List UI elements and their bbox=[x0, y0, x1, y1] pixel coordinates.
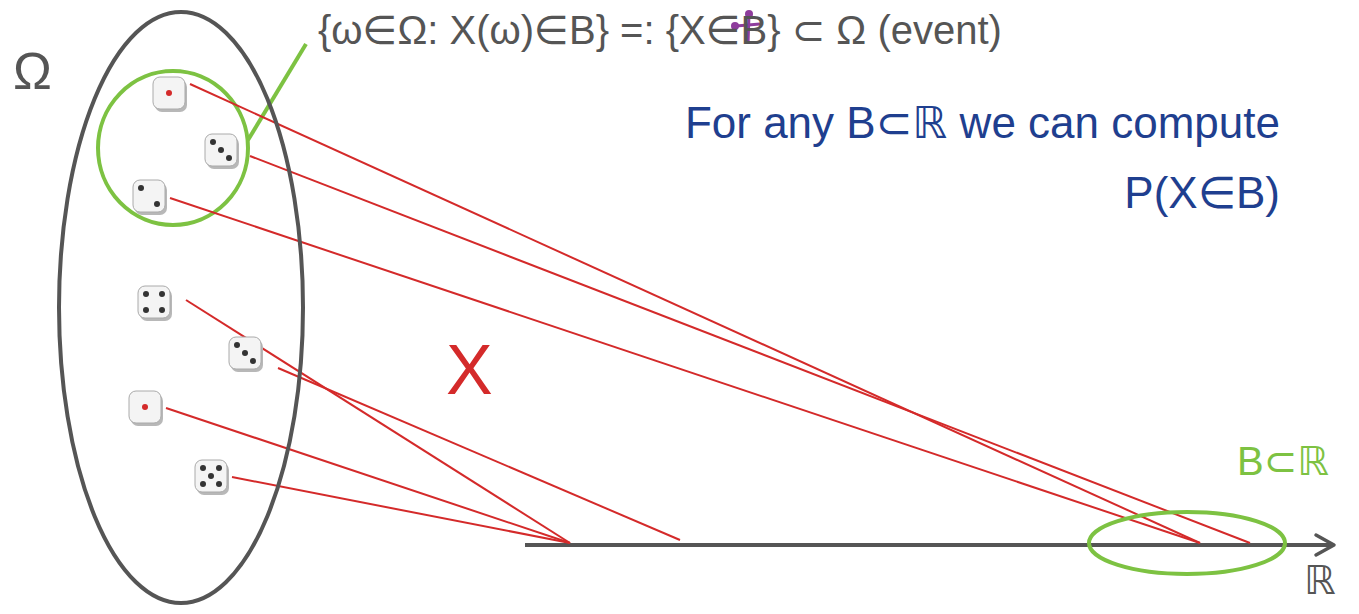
axis-arrowhead bbox=[1316, 535, 1334, 555]
die-icon bbox=[153, 77, 187, 112]
node-label: Ω bbox=[13, 42, 52, 102]
die-icon bbox=[133, 180, 167, 215]
mapping-line bbox=[250, 156, 1250, 543]
mapping-line bbox=[166, 408, 570, 543]
node-outline bbox=[1087, 510, 1287, 576]
mapping-line bbox=[190, 84, 1200, 543]
node-outline bbox=[57, 10, 305, 605]
node-label: B⊂ℝ bbox=[1237, 438, 1329, 484]
random-variable-name: X bbox=[446, 328, 493, 412]
die-icon bbox=[229, 337, 263, 372]
sample-space-ellipse: Ω bbox=[57, 10, 305, 605]
mapping-line bbox=[170, 198, 1200, 543]
real-axis bbox=[525, 543, 1332, 547]
die-icon bbox=[138, 286, 172, 321]
borel-set-ellipse: B⊂ℝ bbox=[1087, 510, 1287, 576]
mapping-line bbox=[186, 300, 570, 543]
event-definition: {ω∈Ω: X(ω)∈B} =: {X∈B} ⊂ Ω (event) bbox=[318, 6, 1002, 54]
note-text: For any B⊂ℝ we can compute P(X∈B) bbox=[640, 88, 1280, 229]
die-icon bbox=[195, 460, 229, 495]
die-icon bbox=[129, 391, 163, 426]
event-circle bbox=[98, 71, 248, 225]
die-icon bbox=[205, 134, 239, 169]
axis-label: ℝ bbox=[1304, 556, 1336, 604]
mapping-line bbox=[232, 477, 570, 543]
